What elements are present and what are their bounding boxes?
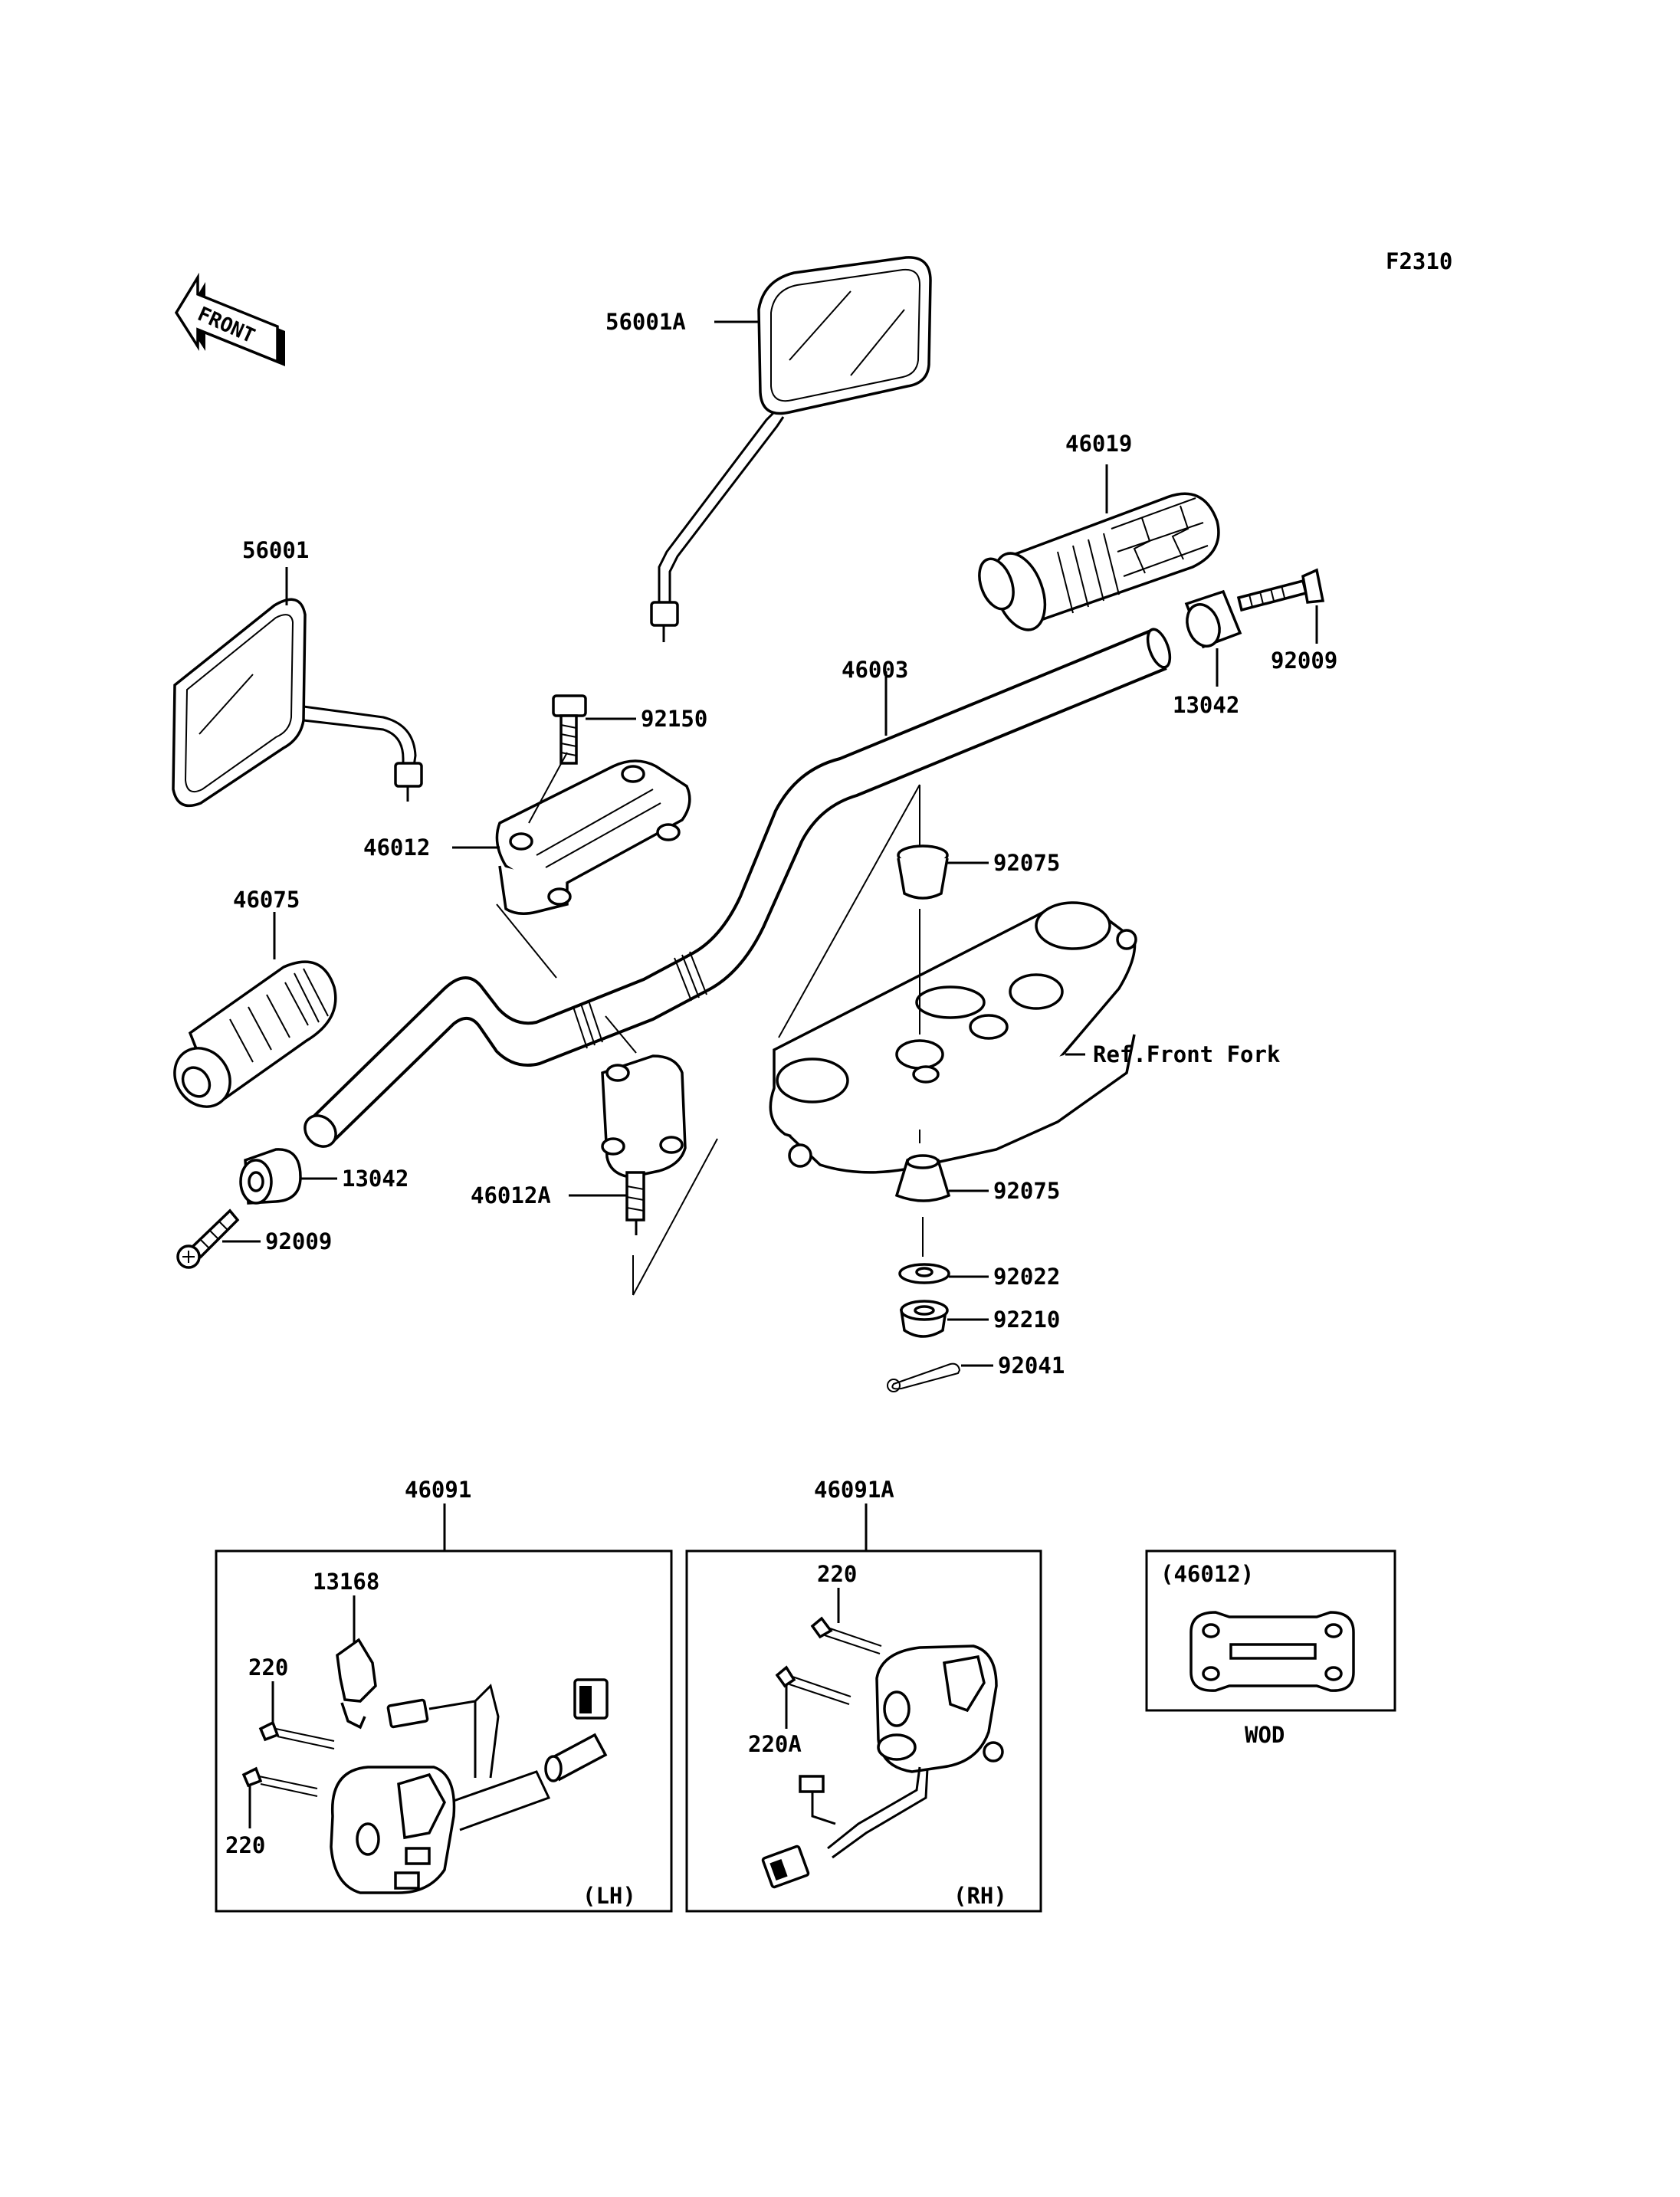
callout-92009-left: 92009	[265, 1228, 332, 1254]
callout-92150: 92150	[641, 706, 707, 732]
callout-220-rh: 220	[817, 1561, 857, 1587]
callout-46003: 46003	[842, 657, 908, 683]
callout-46012: 46012	[363, 835, 430, 861]
callout-46091A: 46091A	[814, 1477, 894, 1503]
callout-220-b: 220	[225, 1832, 265, 1858]
callout-ref-front-fork: Ref.Front Fork	[1093, 1041, 1280, 1067]
callout-56001A: 56001A	[605, 309, 686, 335]
bolt-92150	[552, 694, 587, 765]
front-direction-arrow-icon: FRONT	[174, 272, 285, 366]
switch-box-right: 46091A (RH) 220 220A	[685, 1477, 1042, 1913]
side-label-rh: (RH)	[953, 1883, 1007, 1909]
handlebar	[304, 628, 1172, 1148]
callout-46075: 46075	[233, 887, 300, 913]
callout-13042-right: 13042	[1173, 692, 1239, 718]
screw-right	[1236, 568, 1325, 612]
switch-box-left: 46091 (LH) 13168 220 220	[215, 1477, 673, 1913]
grip-right	[978, 492, 1220, 631]
callout-56001: 56001	[242, 537, 309, 563]
callout-92009-right: 92009	[1271, 648, 1337, 674]
figure-code: F2310	[1386, 248, 1452, 274]
wod-footer: WOD	[1245, 1722, 1285, 1748]
wod-header: (46012)	[1160, 1561, 1254, 1587]
callout-92210: 92210	[993, 1307, 1060, 1333]
rubber-damper-lower	[894, 1154, 951, 1202]
nut	[899, 1300, 949, 1338]
handlebar-clamp-lower	[601, 1054, 687, 1235]
wod-inset-box: (46012) WOD	[1145, 1549, 1396, 1748]
bar-end-weight-right	[1184, 589, 1242, 649]
callout-220-a: 220	[248, 1654, 288, 1681]
callout-92022: 92022	[993, 1264, 1060, 1290]
callout-46091: 46091	[405, 1477, 471, 1503]
mirror-right	[650, 256, 932, 642]
callout-92041: 92041	[998, 1353, 1065, 1379]
grip-left	[173, 960, 337, 1108]
mirror-left	[172, 598, 423, 808]
handlebar-clamp-upper	[495, 759, 691, 915]
washer	[898, 1263, 950, 1284]
callout-92075-bottom: 92075	[993, 1178, 1060, 1204]
screw-left	[176, 1208, 240, 1269]
cotter-pin	[887, 1362, 961, 1392]
side-label-lh: (LH)	[582, 1883, 636, 1909]
callout-92075-top: 92075	[993, 850, 1060, 876]
callout-220A: 220A	[748, 1731, 802, 1757]
callout-46012A: 46012A	[471, 1182, 551, 1208]
callout-13042-left: 13042	[342, 1166, 409, 1192]
upper-triple-clamp	[769, 901, 1137, 1174]
bar-end-weight-left	[239, 1148, 302, 1205]
rubber-damper-upper	[897, 844, 949, 900]
callout-46019: 46019	[1065, 431, 1132, 457]
callout-13168: 13168	[313, 1569, 379, 1595]
